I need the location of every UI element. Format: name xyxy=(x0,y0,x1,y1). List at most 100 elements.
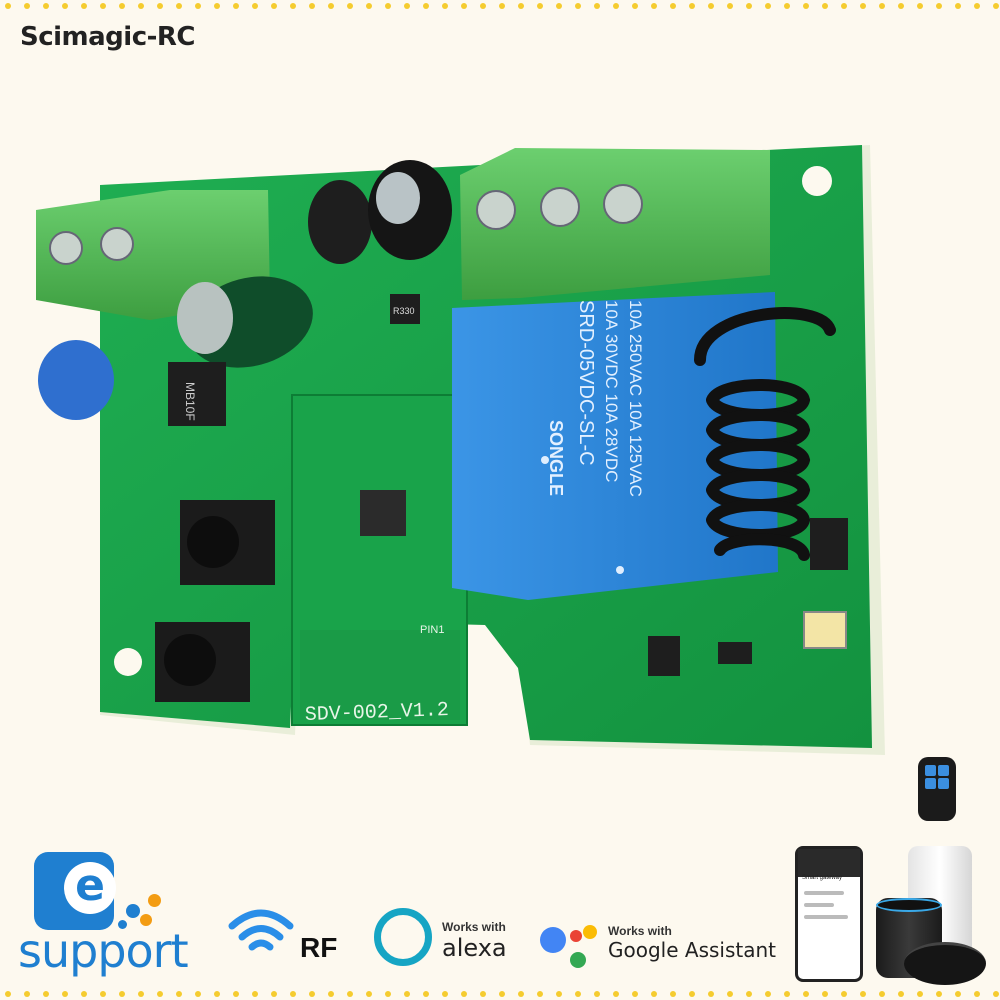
border-dot xyxy=(879,991,885,997)
border-dot xyxy=(974,3,980,9)
border-dot xyxy=(955,991,961,997)
border-dot xyxy=(765,991,771,997)
antenna-coil xyxy=(694,307,836,561)
remote-button xyxy=(925,765,936,776)
alexa-icon xyxy=(374,908,432,966)
border-dot xyxy=(708,991,714,997)
border-dot xyxy=(271,3,277,9)
border-dot xyxy=(689,991,695,997)
border-dot xyxy=(290,991,296,997)
border-dot xyxy=(328,991,334,997)
google-assistant-icon xyxy=(540,925,597,968)
rf-label: RF xyxy=(300,932,338,963)
border-dot xyxy=(784,991,790,997)
border-dot xyxy=(5,3,11,9)
mounting-hole xyxy=(802,166,832,196)
google-name: Google Assistant xyxy=(608,938,776,962)
border-dot xyxy=(613,991,619,997)
border-dot xyxy=(860,3,866,9)
border-dot xyxy=(176,991,182,997)
alexa-name: alexa xyxy=(442,934,507,962)
border-dot xyxy=(955,3,961,9)
border-dot xyxy=(385,991,391,997)
border-dot xyxy=(841,3,847,9)
border-dot xyxy=(575,3,581,9)
capacitor xyxy=(308,180,372,264)
esupport-icon: e xyxy=(34,852,116,930)
smartphone: Smart gateway xyxy=(795,846,863,982)
border-dot xyxy=(404,991,410,997)
resistor-label: R330 xyxy=(393,306,415,316)
feature-logos: e support RF Works with alexa Works with… xyxy=(0,840,1000,1000)
border-dot xyxy=(518,991,524,997)
border-dot xyxy=(214,991,220,997)
border-dot xyxy=(670,3,676,9)
border-dot xyxy=(613,3,619,9)
border-dot xyxy=(822,3,828,9)
border-dot xyxy=(575,991,581,997)
border-dot xyxy=(518,3,524,9)
border-dot xyxy=(936,3,942,9)
bottom-dot-border xyxy=(5,991,999,997)
border-dot xyxy=(328,3,334,9)
orange-dot xyxy=(140,914,152,926)
relay-model: SRD-05VDC-SL-C xyxy=(575,300,597,466)
robot-vacuum xyxy=(904,942,986,985)
border-dot xyxy=(309,991,315,997)
rf-remote xyxy=(918,757,956,821)
border-dot xyxy=(651,3,657,9)
border-dot xyxy=(651,991,657,997)
relay-rating-1: 10A 250VAC 10A 125VAC xyxy=(626,300,645,497)
border-dot xyxy=(461,3,467,9)
border-dot xyxy=(917,3,923,9)
border-dot xyxy=(176,3,182,9)
bridge-label: MB10F xyxy=(183,382,197,421)
pin-label: PIN1 xyxy=(420,624,444,636)
border-dot xyxy=(119,991,125,997)
border-dot xyxy=(442,3,448,9)
border-dot xyxy=(708,3,714,9)
border-dot xyxy=(252,991,258,997)
border-dot xyxy=(423,3,429,9)
blue-dot xyxy=(126,904,140,918)
border-dot xyxy=(100,991,106,997)
border-dot xyxy=(366,3,372,9)
border-dot xyxy=(233,991,239,997)
top-dot-border xyxy=(5,3,999,9)
relay-board-image: SDV-002_V1.2 MB10F R330 10A 250VAC 10A 1… xyxy=(36,145,885,755)
border-dot xyxy=(290,3,296,9)
border-dot xyxy=(233,3,239,9)
border-dot xyxy=(993,3,999,9)
border-dot xyxy=(898,991,904,997)
border-dot xyxy=(537,3,543,9)
remote-button xyxy=(925,778,936,789)
border-dot xyxy=(385,3,391,9)
border-dot xyxy=(81,991,87,997)
border-dot xyxy=(632,991,638,997)
border-dot xyxy=(803,3,809,9)
border-dot xyxy=(195,3,201,9)
border-dot xyxy=(727,991,733,997)
border-dot xyxy=(727,3,733,9)
border-dot xyxy=(404,3,410,9)
border-dot xyxy=(765,3,771,9)
border-dot xyxy=(100,3,106,9)
border-dot xyxy=(632,3,638,9)
border-dot xyxy=(347,3,353,9)
border-dot xyxy=(537,991,543,997)
border-dot xyxy=(119,3,125,9)
border-dot xyxy=(803,991,809,997)
border-dot xyxy=(366,991,372,997)
relay-rating-2: 10A 30VDC 10A 28VDC xyxy=(602,300,621,482)
border-dot xyxy=(309,3,315,9)
esupport-text: support xyxy=(18,924,189,978)
border-dot xyxy=(499,991,505,997)
border-dot xyxy=(24,3,30,9)
border-dot xyxy=(556,3,562,9)
border-dot xyxy=(784,3,790,9)
border-dot xyxy=(670,991,676,997)
remote-button xyxy=(938,778,949,789)
border-dot xyxy=(157,991,163,997)
border-dot xyxy=(271,991,277,997)
border-dot xyxy=(841,991,847,997)
